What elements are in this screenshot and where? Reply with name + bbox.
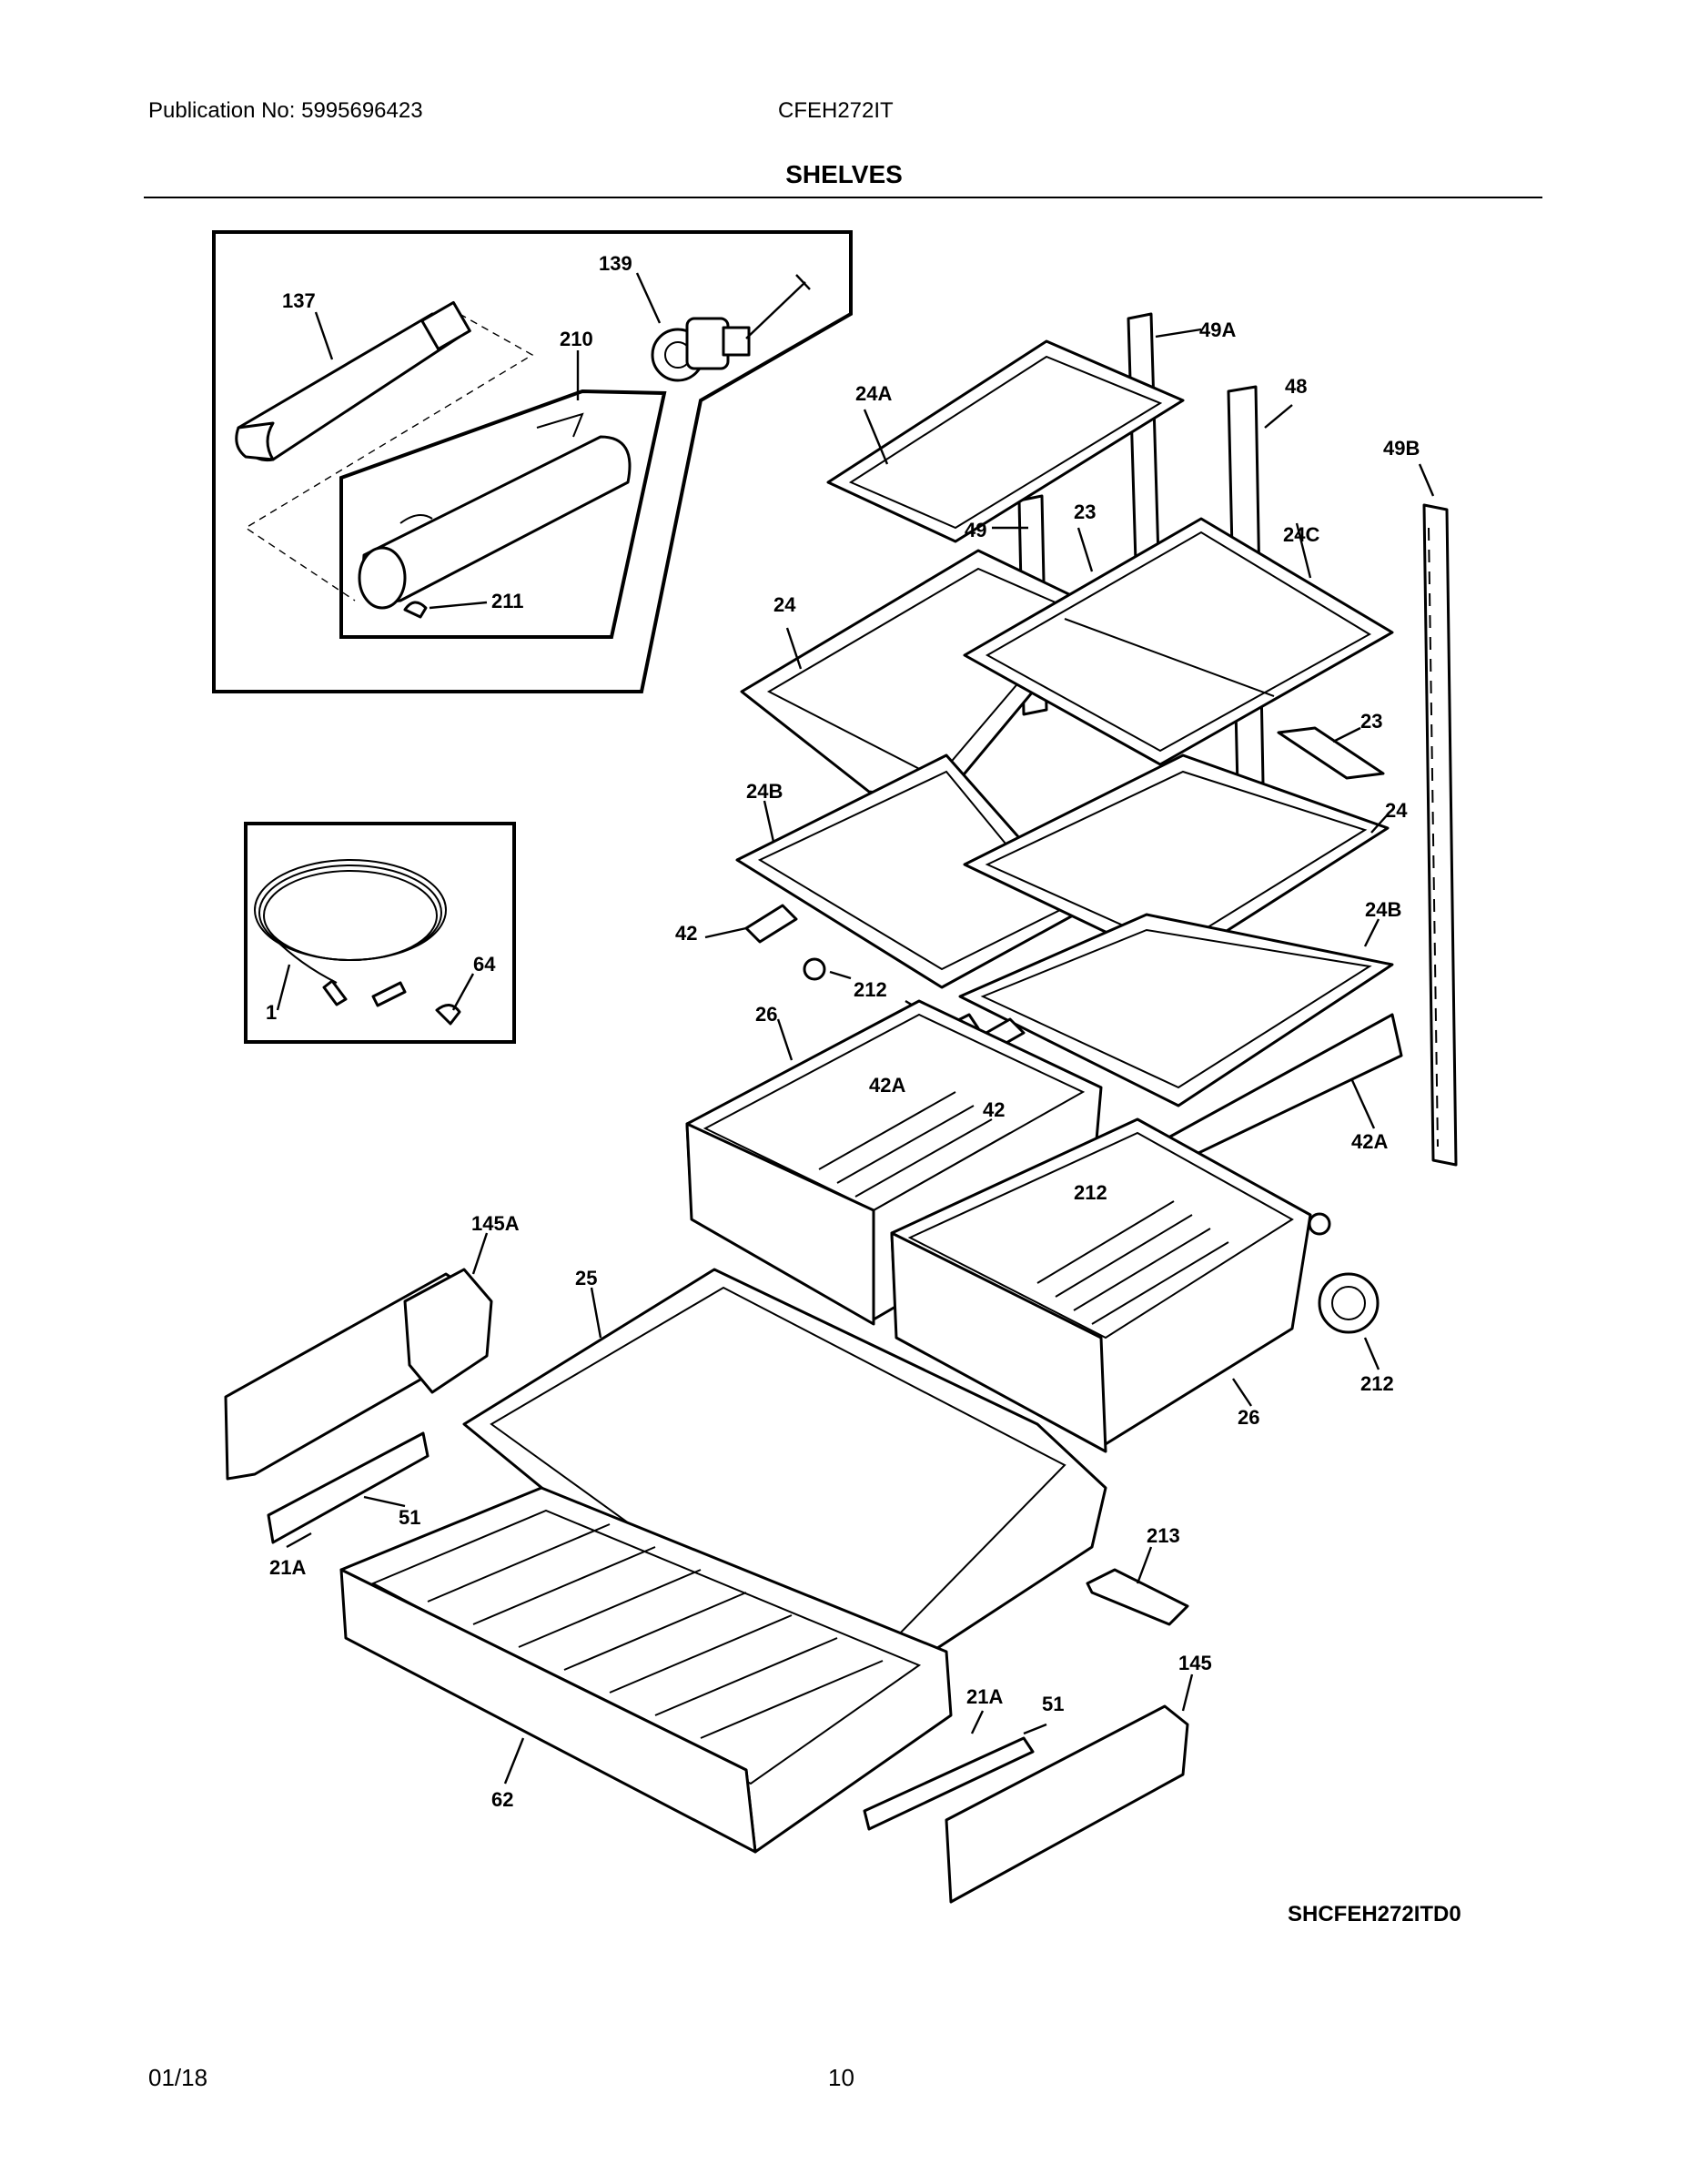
filter-head: [651, 274, 811, 382]
callout-212-bottom: 212: [1360, 1372, 1394, 1395]
callout-212-top: 212: [854, 978, 887, 1001]
callout-24C: 24C: [1283, 523, 1319, 546]
shelf-24B-lower: [958, 913, 1394, 1107]
tray-213: [1086, 1546, 1189, 1626]
publication-number: Publication No: 5995696423: [148, 98, 423, 123]
callout-21A-right: 21A: [966, 1685, 1003, 1708]
bracket-42-left: [704, 904, 798, 944]
callout-212-middle: 212: [1074, 1181, 1107, 1204]
filter-clip: [403, 601, 428, 619]
water-line-inset: [244, 822, 516, 1044]
callout-51-left: 51: [399, 1506, 420, 1529]
callout-23-upper: 23: [1074, 500, 1096, 523]
callout-213: 213: [1147, 1524, 1180, 1547]
callout-42A-right: 42A: [1351, 1130, 1388, 1153]
callout-23-lower: 23: [1360, 710, 1382, 733]
callout-24-middle: 24: [1385, 799, 1408, 822]
callout-24-upper: 24: [773, 593, 796, 616]
callout-1: 1: [266, 1001, 277, 1024]
page-number: 10: [828, 2064, 854, 2091]
shelf-24A: [826, 339, 1185, 543]
callout-62: 62: [491, 1788, 513, 1811]
page-title: SHELVES: [785, 160, 903, 188]
filter-housing: [358, 412, 632, 610]
callout-25: 25: [575, 1267, 597, 1289]
water-filter-inset: [212, 230, 853, 693]
diagram-code: SHCFEH272ITD0: [1288, 1902, 1461, 1926]
callout-42-right: 42: [983, 1098, 1005, 1121]
callout-145A: 145A: [471, 1212, 520, 1235]
crisper-right-26: [890, 1117, 1312, 1453]
divider-23: [1076, 527, 1385, 780]
callout-137: 137: [282, 289, 316, 312]
callout-49A: 49A: [1199, 318, 1236, 341]
drawer-62: [339, 1486, 953, 1854]
callout-48: 48: [1285, 375, 1307, 398]
callout-49B: 49B: [1383, 437, 1420, 460]
callout-21A-left: 21A: [269, 1556, 306, 1579]
shelf-24-middle: [963, 753, 1390, 966]
callout-42A-left: 42A: [869, 1074, 905, 1097]
model-number: CFEH272IT: [778, 98, 894, 123]
callout-24B-upper: 24B: [746, 780, 783, 803]
rail-51-left: [267, 1431, 430, 1549]
shelf-24-upper: [740, 549, 1103, 803]
footer-date: 01/18: [148, 2064, 208, 2091]
callout-42-left: 42: [675, 922, 697, 945]
callout-51-right: 51: [1042, 1693, 1064, 1715]
callout-26-right: 26: [1238, 1406, 1259, 1429]
rail-51-right: [863, 1710, 1047, 1831]
cover-145: [945, 1673, 1194, 1904]
callout-49: 49: [965, 519, 986, 541]
filter-cartridge: [235, 300, 471, 462]
shelf-24C: [963, 517, 1394, 766]
callout-64: 64: [473, 953, 496, 976]
callout-211: 211: [491, 590, 524, 612]
callout-145: 145: [1178, 1652, 1212, 1674]
callout-26-left: 26: [755, 1003, 777, 1026]
callout-210: 210: [560, 328, 593, 350]
cover-145A: [224, 1232, 493, 1481]
callout-24A: 24A: [855, 382, 892, 405]
callout-139: 139: [599, 252, 632, 275]
header-rule: [144, 197, 1542, 198]
callout-24B-lower: 24B: [1365, 898, 1401, 921]
